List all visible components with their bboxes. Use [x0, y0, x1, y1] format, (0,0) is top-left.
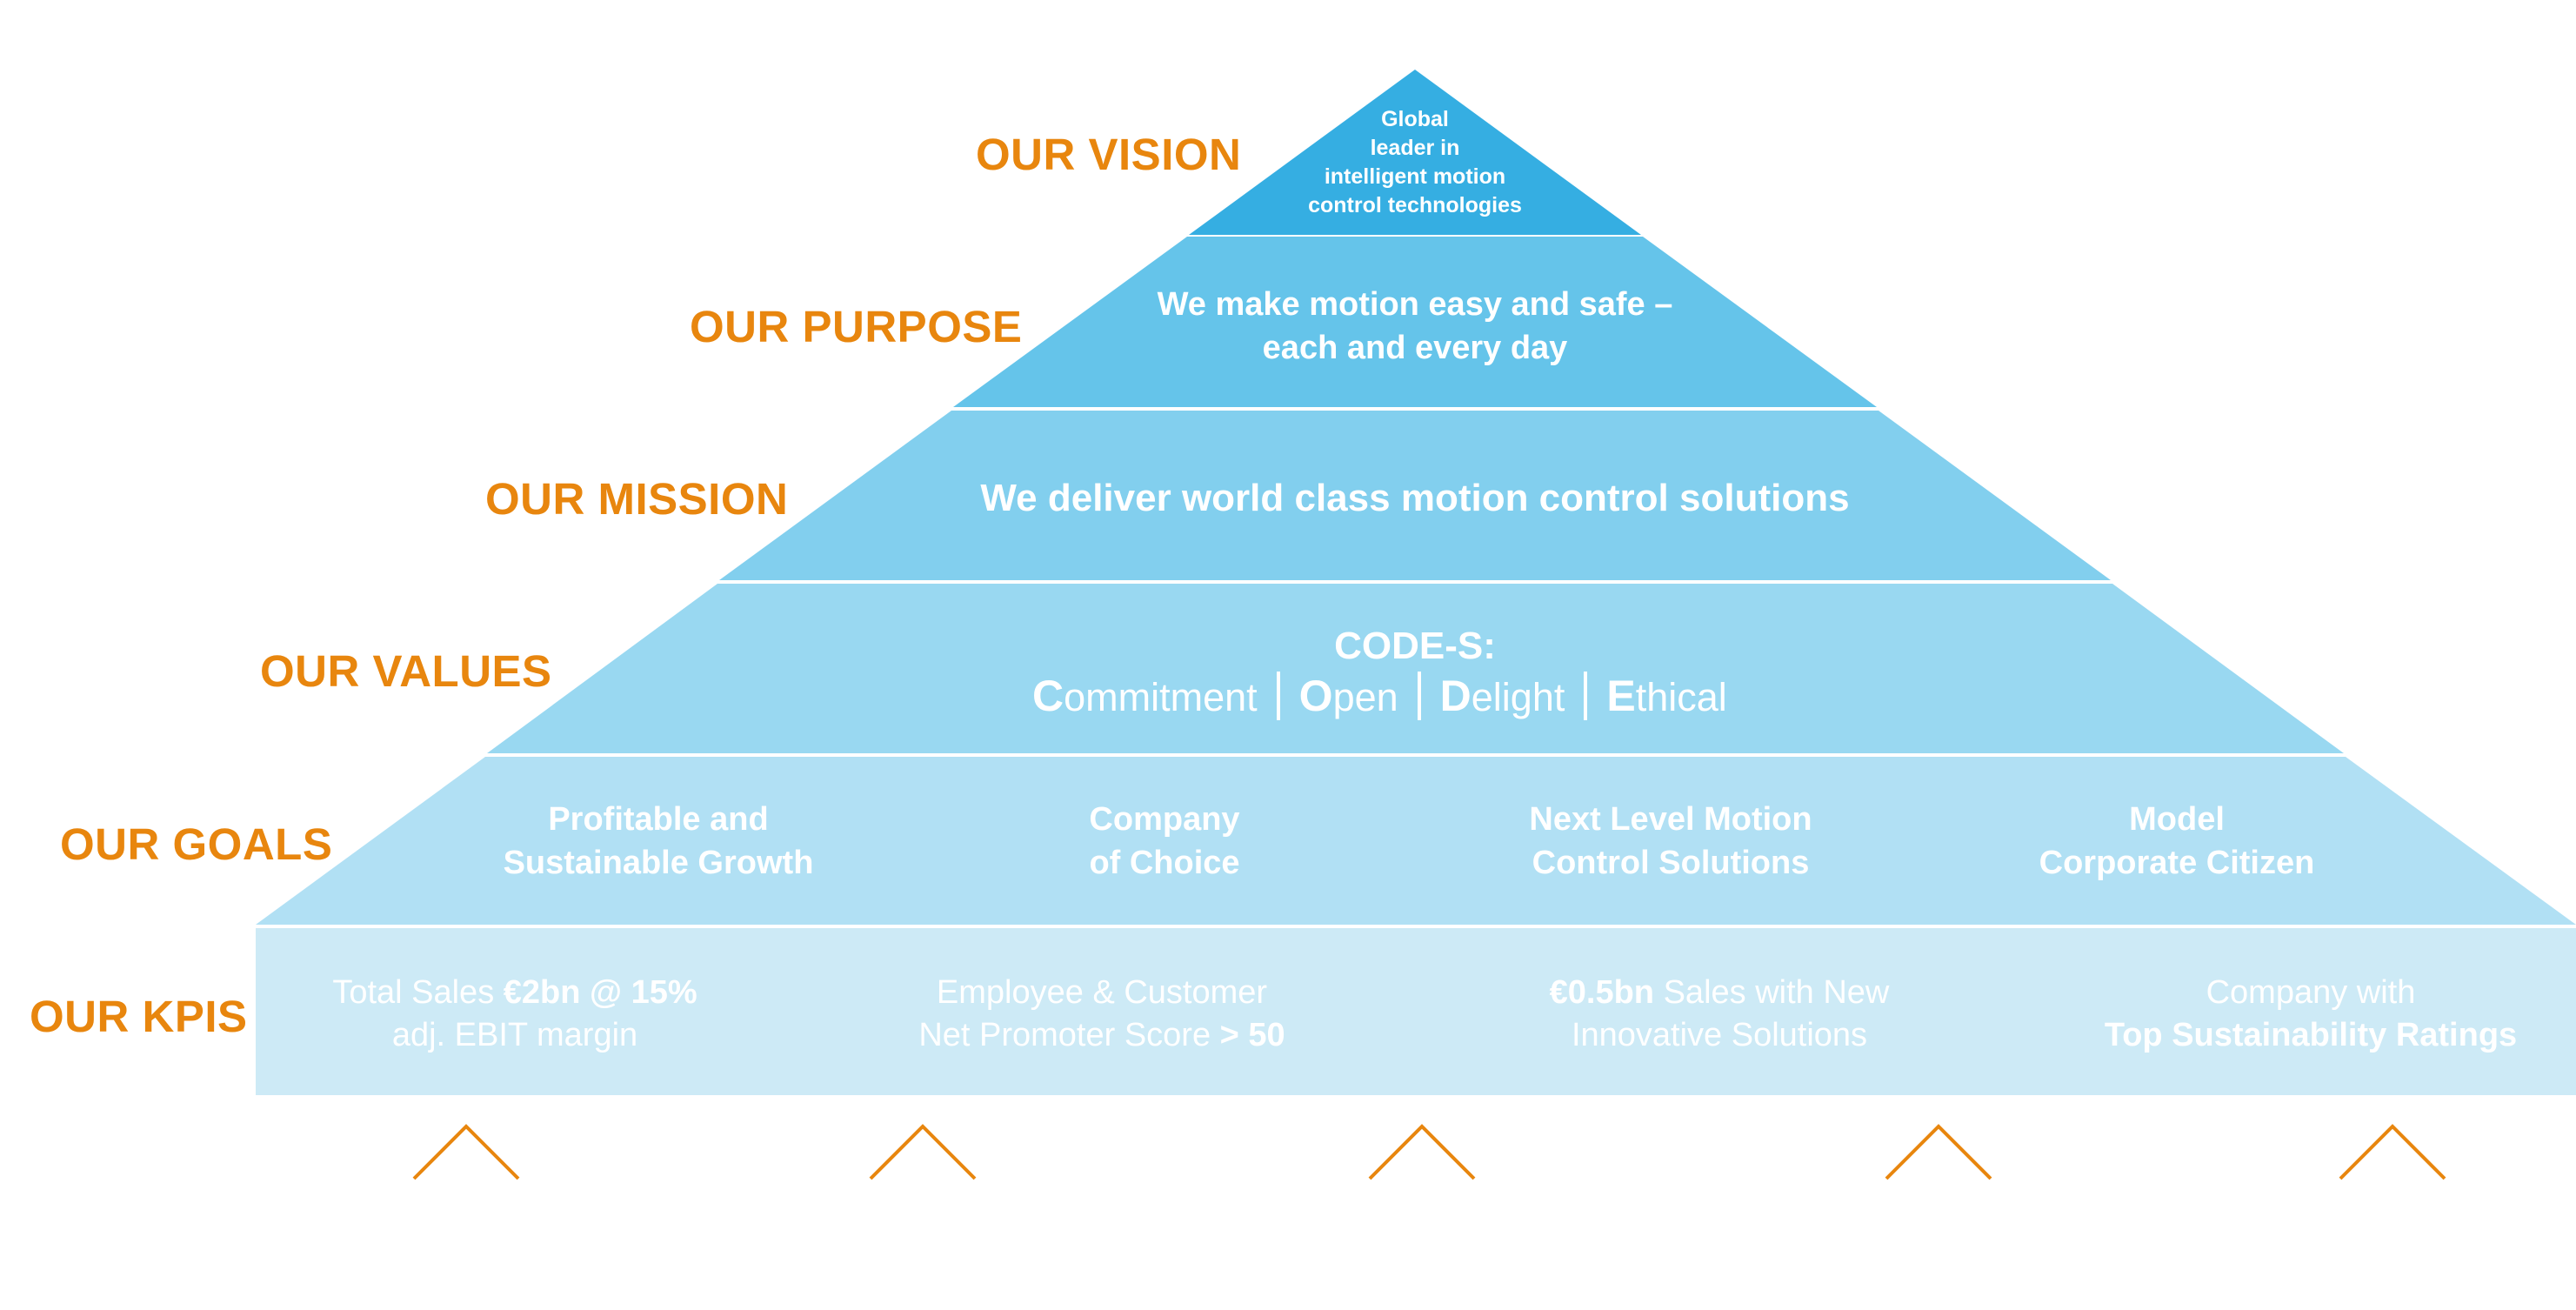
chevron-up-icon	[1885, 1124, 1992, 1180]
chevron-up-icon	[412, 1124, 520, 1180]
label-our-purpose: OUR PURPOSE	[690, 302, 1023, 351]
label-our-goals: OUR GOALS	[60, 819, 333, 869]
value-divider	[1584, 672, 1588, 720]
tier-vision	[1189, 70, 1641, 235]
chevron-row	[412, 1124, 2446, 1180]
mission-statement: We deliver world class motion control so…	[980, 477, 1850, 519]
label-our-values: OUR VALUES	[260, 646, 552, 696]
value-ethical: Ethical	[1606, 672, 1727, 720]
tier-mission	[719, 411, 2111, 580]
value-delight: Delight	[1439, 672, 1565, 720]
tier-values	[487, 584, 2344, 753]
label-our-vision: OUR VISION	[976, 130, 1242, 179]
label-our-mission: OUR MISSION	[485, 474, 789, 524]
kpi-sustainability-ratings: Company with Top Sustainability Ratings	[2104, 974, 2518, 1054]
chevron-up-icon	[2339, 1124, 2446, 1180]
tier-kpis	[256, 928, 2576, 1095]
label-our-kpis: OUR KPIS	[30, 992, 248, 1041]
value-divider	[1417, 672, 1421, 720]
kpi-net-promoter-score: Employee & Customer Net Promoter Score >…	[918, 974, 1285, 1054]
values-list: Commitment Open Delight Ethical	[1013, 668, 1746, 724]
tier-purpose	[953, 237, 1877, 407]
chevron-up-icon	[869, 1124, 977, 1180]
value-divider	[1276, 672, 1280, 720]
tier-goals	[256, 757, 2576, 925]
purpose-statement: We make motion easy and safe – each and …	[1157, 286, 1673, 366]
vision-statement: Global leader in intelligent motion cont…	[1308, 107, 1522, 217]
kpi-total-sales: Total Sales €2bn @ 15% adj. EBIT margin	[332, 974, 697, 1054]
value-open: Open	[1298, 672, 1398, 720]
value-commitment: Commitment	[1032, 672, 1258, 720]
chevron-up-icon	[1368, 1124, 1476, 1180]
kpi-innovative-sales: €0.5bn Sales with New Innovative Solutio…	[1549, 974, 1890, 1054]
values-title: CODE-S:	[1334, 625, 1496, 667]
